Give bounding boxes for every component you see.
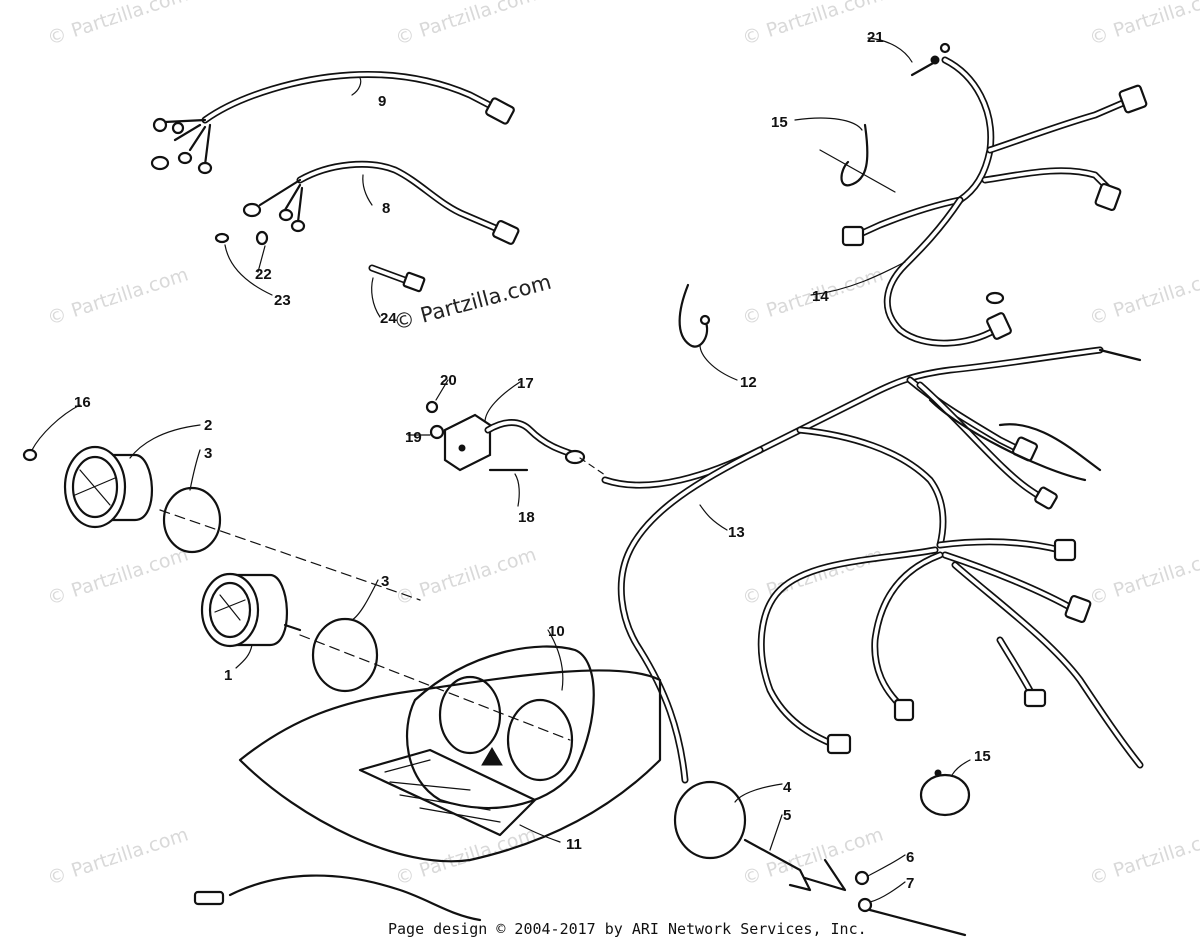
sensor-5 [743, 838, 847, 892]
callout-1: 1 [224, 667, 232, 684]
bracket-17 [425, 400, 606, 476]
callout-4: 4 [783, 779, 792, 796]
callout-24: 24 [380, 310, 397, 327]
screw-21 [910, 55, 940, 77]
bezel-4 [673, 780, 747, 860]
callout-10: 10 [548, 623, 565, 640]
watermark: © Partzilla.com [45, 0, 191, 50]
callout-15: 15 [771, 114, 788, 131]
callout-14: 14 [812, 288, 829, 305]
callout-19: 19 [405, 429, 422, 446]
callout-3: 3 [381, 573, 389, 590]
watermark: © Partzilla.com [1087, 0, 1200, 50]
callout-13: 13 [728, 524, 745, 541]
callout-17: 17 [517, 375, 534, 392]
watermark: © Partzilla.com [740, 544, 886, 610]
callout-3: 3 [204, 445, 212, 462]
harness-14 [841, 42, 1148, 347]
callout-23: 23 [274, 292, 291, 309]
watermark: © Partzilla.com [1087, 264, 1200, 330]
watermark: © Partzilla.com [393, 0, 539, 50]
callout-21: 21 [867, 29, 884, 46]
decal-11 [358, 748, 537, 837]
watermark: © Partzilla.com [45, 824, 191, 890]
callout-15: 15 [974, 748, 991, 765]
callout-leaders [31, 37, 971, 903]
watermark: © Partzilla.com [1087, 544, 1200, 610]
callout-5: 5 [783, 807, 791, 824]
callout-20: 20 [440, 372, 457, 389]
callout-6: 6 [906, 849, 914, 866]
probe-7 [857, 897, 967, 937]
callout-16: 16 [74, 394, 91, 411]
watermark: © Partzilla.com [1087, 824, 1200, 890]
callout-22: 22 [255, 266, 272, 283]
watermark: © Partzilla.com [45, 264, 191, 330]
harness-13 [601, 346, 1144, 784]
callout-12: 12 [740, 374, 757, 391]
callout-labels: 1 2 3 3 4 5 6 7 8 9 10 11 12 13 14 15 15… [74, 29, 991, 892]
callout-11: 11 [566, 836, 582, 853]
leader-line [159, 509, 421, 601]
bezel-3-lower [311, 617, 379, 693]
gauge-1 [200, 572, 302, 648]
callout-8: 8 [382, 200, 390, 217]
sensor-12 [678, 283, 711, 348]
callout-2: 2 [204, 417, 212, 434]
bottom-lead [193, 874, 482, 922]
callout-7: 7 [906, 875, 914, 892]
console-10 [238, 645, 662, 863]
harness-8 [214, 160, 520, 246]
callout-18: 18 [518, 509, 535, 526]
pigtail-24 [368, 264, 426, 293]
callout-9: 9 [378, 93, 386, 110]
harness-9 [150, 71, 515, 175]
strap-15-upper [819, 123, 896, 193]
nut-6 [854, 870, 870, 886]
bezel-3-upper [162, 486, 222, 554]
strap-15-lower [919, 769, 971, 817]
watermark: © Partzilla.com [740, 0, 886, 50]
watermark: © Partzilla.com [45, 544, 191, 610]
watermark: © Partzilla.com [393, 544, 539, 610]
gauge-2 [22, 445, 154, 529]
footer-credit: Page design © 2004-2017 by ARI Network S… [388, 920, 867, 938]
